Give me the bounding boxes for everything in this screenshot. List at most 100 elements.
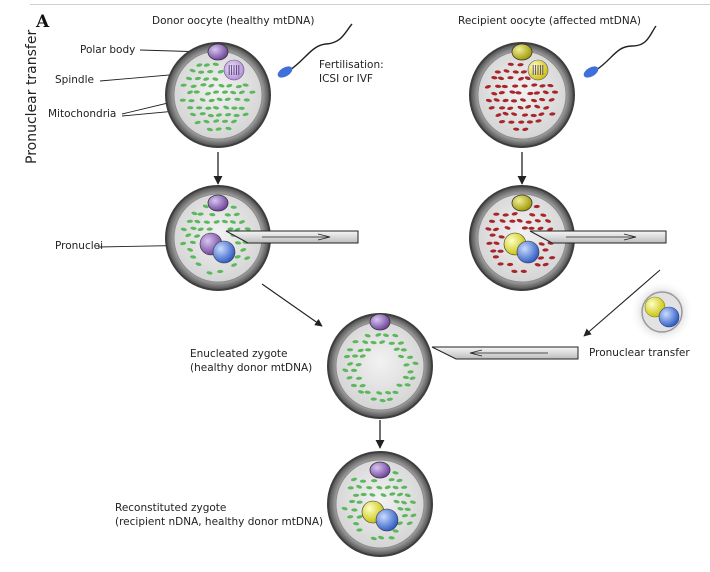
mitochondrion (509, 90, 516, 94)
panel-letter: A (36, 12, 50, 32)
mitochondrion (199, 98, 206, 102)
mitochondrion (404, 507, 411, 512)
mitochondrion (213, 119, 220, 123)
pipette-flow-arrow (317, 233, 331, 241)
mitochondrion (492, 255, 499, 259)
mitochondrion (243, 98, 250, 102)
mitochondrion (191, 211, 198, 216)
arrow-recipient-to-transfer (583, 269, 661, 337)
mitochondrion (524, 76, 531, 81)
mitochondrion (530, 98, 538, 103)
mitochondrion (493, 98, 500, 102)
mitochondrion (396, 383, 403, 387)
mitochondrion (517, 63, 524, 67)
mitochondrion (489, 233, 496, 237)
mitochondrion (185, 233, 192, 238)
mitochondrion (521, 84, 528, 88)
top-rule (30, 4, 710, 5)
mitochondrion (208, 98, 215, 103)
mitochondrion (194, 76, 201, 81)
mitochondrion (410, 513, 417, 518)
mitochondrion (240, 248, 247, 252)
mitochondrion (356, 528, 363, 532)
mitochondrion (412, 361, 419, 365)
mitochondrion (534, 219, 541, 223)
mitochondrion (404, 383, 411, 387)
mitochondrion (492, 227, 500, 232)
mitochondrion (180, 83, 187, 87)
mitochondrion (378, 535, 385, 540)
mitochondrion (212, 77, 219, 81)
mitochondrion (203, 77, 210, 81)
mitochondrion (224, 97, 231, 102)
mitochondrion (509, 219, 516, 223)
mitochondrion (212, 62, 219, 66)
mitochondrion (356, 515, 363, 519)
mitochondrion (547, 227, 554, 232)
mitochondrion (488, 106, 495, 110)
mitochondrion (521, 113, 529, 117)
mitochondrion (409, 500, 416, 504)
mitochondrion (392, 529, 399, 533)
mitochondrion (400, 348, 407, 352)
pipette-flow-arrow (469, 349, 483, 357)
mitochondrion (513, 127, 520, 131)
mitochondrion (342, 368, 349, 373)
mitochondrion (199, 112, 206, 116)
mitochondrion (370, 397, 377, 401)
mitochondrion (539, 97, 546, 102)
mitochondrion (179, 98, 186, 102)
mitochondrion (525, 220, 532, 224)
mitochondrion (404, 493, 411, 498)
mitochondrion (221, 119, 229, 123)
mitochondrion (379, 340, 386, 344)
mitochondrion (528, 226, 535, 230)
mitochondrion (484, 85, 491, 89)
mitochondrion (511, 112, 518, 116)
polar-body (207, 194, 229, 212)
mitochondrion (525, 105, 532, 109)
label-reconstituted-1: Reconstituted zygote (115, 502, 227, 514)
mitochondrion (233, 113, 240, 118)
mitochondrion (403, 363, 410, 367)
mitochondrion (491, 91, 498, 96)
mitochondrion (213, 220, 220, 224)
label-reconstituted-2: (recipient nDNA, healthy donor mtDNA) (115, 516, 324, 528)
mitochondrion (223, 105, 230, 110)
polar-body (207, 43, 229, 61)
mitochondrion (488, 219, 496, 223)
mitochondrion (545, 219, 551, 223)
mitochondrion (218, 83, 225, 88)
mitochondrion (531, 83, 538, 87)
mitochondrion (397, 507, 404, 511)
mitochondrion (388, 341, 395, 345)
flow-arrows (213, 152, 661, 449)
mitochondrion (498, 120, 506, 124)
mitochondrion (205, 106, 212, 110)
mitochondrion (490, 249, 497, 253)
mitochondrion (401, 514, 408, 518)
mitochondrion (188, 99, 195, 103)
mitochondrion (352, 340, 359, 344)
mitochondria (484, 62, 559, 131)
mitochondrion (357, 348, 364, 353)
mitochondrion (203, 63, 210, 67)
label-enucleated-2: (healthy donor mtDNA) (190, 362, 313, 374)
mitochondrion (242, 83, 249, 87)
label-pronuclear-transfer: Pronuclear transfer (589, 347, 690, 359)
mitochondrion (244, 256, 251, 260)
label-recipient-oocyte: Recipient oocyte (affected mtDNA) (458, 15, 642, 27)
mitochondrion (534, 263, 541, 267)
mitochondrion (537, 256, 545, 260)
mitochondrion (244, 227, 251, 231)
mitochondrion (197, 212, 204, 216)
mitochondrion (347, 515, 354, 519)
mitochondrion (193, 90, 200, 94)
mitochondrion (510, 99, 518, 103)
mitochondrion (504, 226, 511, 230)
mitochondrion (197, 227, 204, 232)
mitochondrion (206, 271, 213, 275)
mitochondrion (359, 479, 367, 483)
mitochondrion (538, 112, 545, 116)
